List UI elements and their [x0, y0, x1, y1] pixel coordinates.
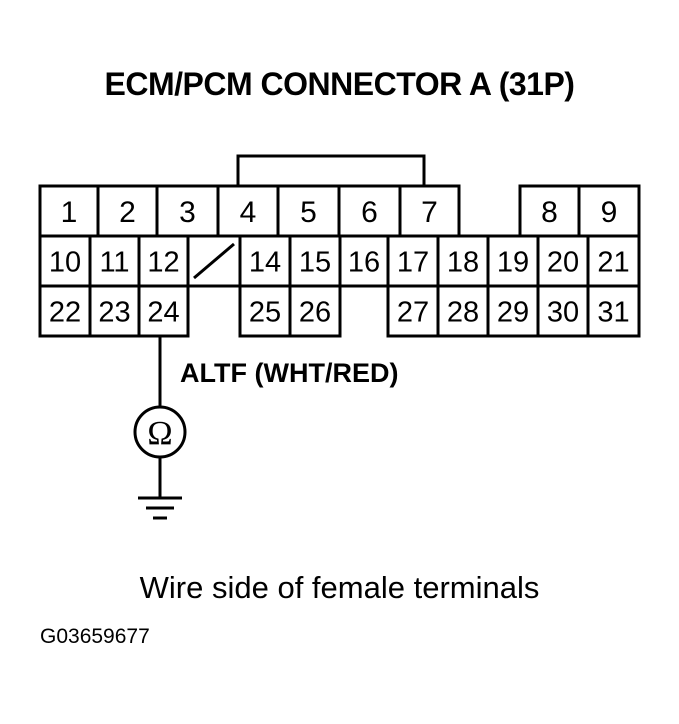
terminal-label: 9 — [601, 196, 618, 229]
meter-symbol: Ω — [147, 415, 172, 452]
terminal-label: 31 — [597, 296, 629, 328]
terminal-label: 11 — [99, 246, 129, 278]
terminal-label: 5 — [300, 196, 317, 229]
terminal-10: 10 — [38, 234, 92, 288]
terminal-label: 19 — [497, 246, 529, 278]
terminal-label: 30 — [547, 296, 579, 328]
terminal-label: 3 — [179, 196, 196, 229]
terminal-label: 16 — [348, 246, 380, 278]
terminal-11: 11 — [88, 234, 141, 288]
terminal-22: 22 — [38, 284, 92, 338]
terminal-9: 9 — [577, 184, 641, 238]
terminal-label: 10 — [49, 246, 81, 278]
terminal-label: 15 — [299, 246, 331, 278]
blank-terminal — [186, 234, 242, 288]
terminal-19: 19 — [486, 234, 540, 288]
terminal-14: 14 — [238, 234, 292, 288]
terminal-5: 5 — [276, 184, 341, 238]
terminal-29: 29 — [486, 284, 540, 338]
terminal-label: 14 — [249, 246, 281, 278]
terminal-label: 7 — [421, 196, 438, 229]
terminal-23: 23 — [88, 284, 141, 338]
terminal-6: 6 — [337, 184, 402, 238]
terminal-16: 16 — [338, 234, 390, 288]
terminal-8: 8 — [518, 184, 581, 238]
terminal-2: 2 — [96, 184, 159, 238]
ohmmeter-icon: Ω — [133, 405, 187, 459]
terminal-1: 1 — [38, 184, 100, 238]
terminal-label: 17 — [397, 246, 429, 278]
ground-icon — [138, 496, 182, 520]
terminal-18: 18 — [436, 234, 490, 288]
terminal-label: 22 — [49, 296, 81, 328]
terminal-15: 15 — [288, 234, 342, 288]
terminal-label: 24 — [147, 296, 179, 328]
terminal-label: 12 — [147, 246, 179, 278]
terminal-7: 7 — [398, 184, 461, 238]
figure-id: G03659677 — [40, 625, 150, 648]
terminal-label: 8 — [541, 196, 558, 229]
terminal-label: 4 — [240, 196, 257, 229]
terminal-21: 21 — [586, 234, 641, 288]
terminal-3: 3 — [155, 184, 220, 238]
page-title: ECM/PCM CONNECTOR A (31P) — [104, 66, 575, 102]
terminal-label: 23 — [98, 296, 130, 328]
terminal-27: 27 — [386, 284, 440, 338]
terminal-label: 21 — [597, 246, 629, 278]
terminal-label: 28 — [447, 296, 479, 328]
terminal-24: 24 — [137, 284, 190, 338]
terminal-label: 25 — [249, 296, 281, 328]
terminal-4: 4 — [216, 184, 280, 238]
terminal-label: 27 — [397, 296, 429, 328]
terminal-30: 30 — [536, 284, 590, 338]
terminal-label: 26 — [299, 296, 331, 328]
wire-label: ALTF (WHT/RED) — [180, 358, 399, 388]
terminal-12: 12 — [137, 234, 190, 288]
terminal-label: 1 — [61, 196, 78, 229]
terminal-28: 28 — [436, 284, 490, 338]
wiring: Ω — [133, 154, 426, 520]
terminal-label: 6 — [361, 196, 378, 229]
terminal-label: 29 — [497, 296, 529, 328]
terminal-26: 26 — [288, 284, 342, 338]
terminal-label: 18 — [447, 246, 479, 278]
diagram-caption: Wire side of female terminals — [139, 570, 540, 605]
terminal-31: 31 — [586, 284, 641, 338]
terminal-label: 20 — [547, 246, 579, 278]
terminal-17: 17 — [386, 234, 440, 288]
connector-lock-tab — [236, 154, 426, 186]
terminal-20: 20 — [536, 234, 590, 288]
terminal-25: 25 — [238, 284, 292, 338]
terminal-label: 2 — [119, 196, 136, 229]
